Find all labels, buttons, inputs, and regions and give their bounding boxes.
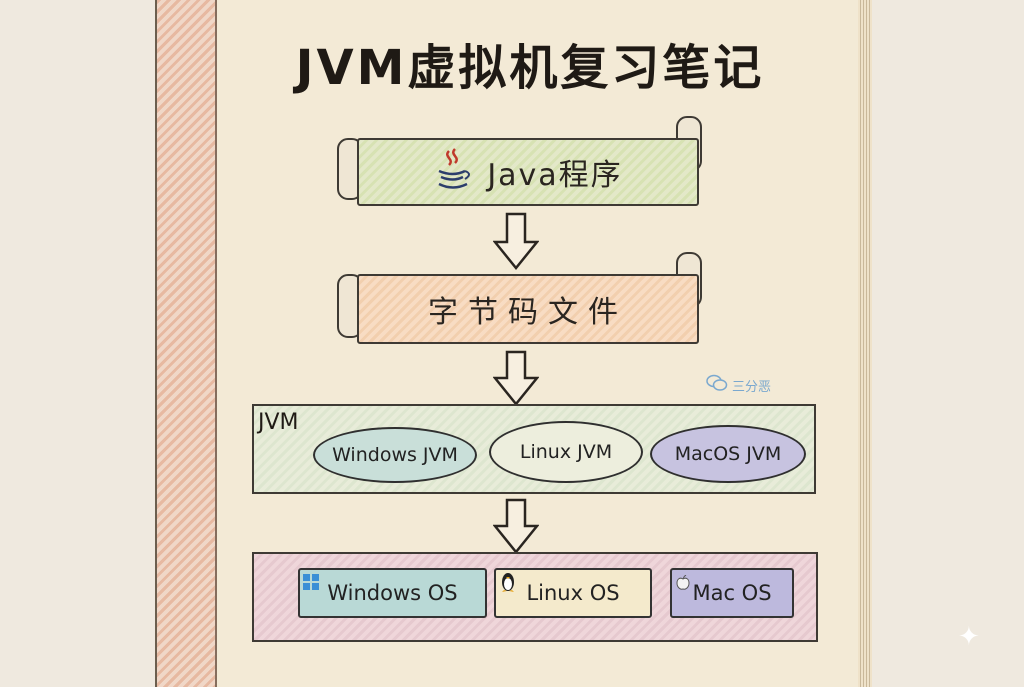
java-coffee-icon: [433, 147, 473, 197]
wechat-icon: [706, 374, 728, 396]
windows-os: Windows OS: [298, 568, 487, 618]
windows-jvm: Windows JVM: [313, 427, 477, 483]
penguin-icon: [500, 570, 516, 597]
mac-os: Mac OS: [670, 568, 794, 618]
watermark-text: 三分恶: [732, 379, 772, 395]
linux-os-label: Linux OS: [526, 581, 620, 605]
page-edges: [858, 0, 872, 687]
java-program-node: Java程序: [357, 138, 699, 206]
windows-os-label: Windows OS: [327, 581, 458, 605]
bytecode-node: 字节码文件: [357, 274, 699, 344]
mac-os-label: Mac OS: [692, 581, 772, 605]
page-title: JVM虚拟机复习笔记: [295, 40, 765, 96]
linux-os: Linux OS: [494, 568, 652, 618]
down-arrow-icon: [492, 498, 540, 558]
sparkle-icon: ✦: [958, 622, 980, 652]
jvm-label: JVM: [258, 410, 299, 435]
down-arrow-icon: [492, 350, 540, 410]
down-arrow-icon: [492, 212, 540, 274]
apple-icon: [676, 572, 690, 596]
linux-jvm: Linux JVM: [489, 421, 643, 483]
java-program-label: Java程序: [487, 158, 623, 193]
watermark: 三分恶: [706, 374, 771, 396]
windows-icon: [302, 572, 320, 596]
macos-jvm: MacOS JVM: [650, 425, 806, 483]
bytecode-label: 字节码文件: [428, 295, 628, 330]
notebook-spine: [157, 0, 217, 687]
